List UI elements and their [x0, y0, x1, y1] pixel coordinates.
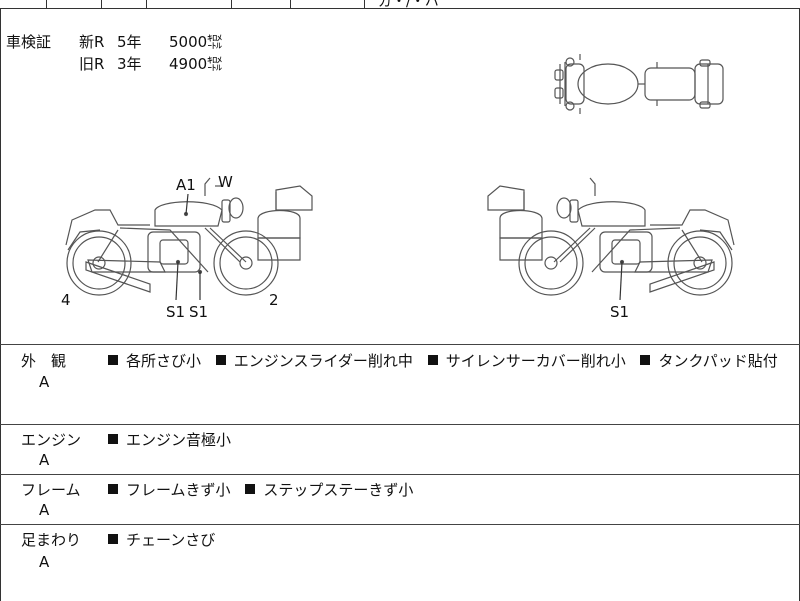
inspection-type: 旧R	[79, 55, 105, 73]
section-label-engine: エンジン	[21, 431, 82, 449]
top-cell	[232, 0, 291, 8]
marker-label: S1	[610, 303, 629, 321]
marker-label: A1	[176, 176, 196, 194]
condition-item: ステップステーきず小	[263, 481, 414, 499]
square-bullet-icon	[427, 355, 438, 365]
top-clipped-text: ガ・/・ハ	[378, 0, 439, 10]
inspection-years: 5年	[117, 33, 142, 51]
square-bullet-icon	[108, 434, 118, 444]
marker-label: 4	[61, 291, 71, 309]
section-items-engine: エンジン音極小	[108, 429, 241, 450]
condition-item: タンクパッド貼付	[658, 352, 778, 370]
marker-label: S1	[189, 303, 208, 321]
condition-item: エンジン音極小	[126, 431, 232, 449]
top-cell	[102, 0, 147, 8]
motorcycle-top-view-icon	[554, 54, 724, 114]
square-bullet-icon	[108, 534, 118, 544]
section-divider	[0, 424, 800, 425]
section-items-suspension: チェーンさび	[108, 529, 225, 550]
inspection-years: 3年	[117, 55, 142, 73]
marker-label: S1	[166, 303, 185, 321]
condition-item: チェーンさび	[126, 531, 216, 549]
condition-item: サイレンサーカバー削れ小	[445, 352, 626, 370]
square-bullet-icon	[108, 355, 118, 365]
top-cell	[291, 0, 365, 8]
section-label-suspension: 足まわり	[21, 531, 82, 549]
section-divider	[0, 474, 800, 475]
section-divider	[0, 344, 800, 345]
square-bullet-icon	[640, 355, 651, 365]
top-cell	[47, 0, 102, 8]
top-table-strip: ガ・/・ハ	[0, 0, 800, 10]
inspection-type: 新R	[79, 33, 105, 51]
condition-item: 各所さび小	[126, 352, 202, 370]
section-grade-exterior: A	[39, 373, 50, 391]
condition-item: フレームきず小	[126, 481, 231, 499]
motorcycle-diagram: A1 W 4 2 S1 S1 S1	[61, 54, 735, 321]
section-label-exterior: 外 観	[21, 352, 67, 370]
motorcycle-left-view-icon	[65, 177, 313, 301]
section-grade-suspension: A	[39, 553, 50, 571]
top-cell	[147, 0, 232, 8]
motorcycle-right-view-icon	[487, 177, 735, 301]
section-items-frame: フレームきず小 ステップステーきず小	[108, 479, 423, 500]
square-bullet-icon	[215, 355, 226, 365]
inspection-amount: 4900㌖	[169, 55, 223, 73]
section-label-frame: フレーム	[21, 481, 81, 499]
top-cell	[0, 0, 47, 8]
section-grade-frame: A	[39, 501, 50, 519]
marker-label: 2	[269, 291, 279, 309]
section-grade-engine: A	[39, 451, 50, 469]
square-bullet-icon	[108, 484, 118, 494]
marker-label: W	[218, 173, 233, 191]
section-divider	[0, 524, 800, 525]
square-bullet-icon	[245, 484, 256, 494]
section-items-exterior: 各所さび小 エンジンスライダー削れ中 サイレンサーカバー削れ小 タンクパッド貼付	[108, 350, 788, 371]
condition-item: エンジンスライダー削れ中	[233, 352, 413, 370]
inspection-label: 車検証	[6, 33, 52, 51]
inspection-amount: 5000㌖	[169, 33, 223, 51]
